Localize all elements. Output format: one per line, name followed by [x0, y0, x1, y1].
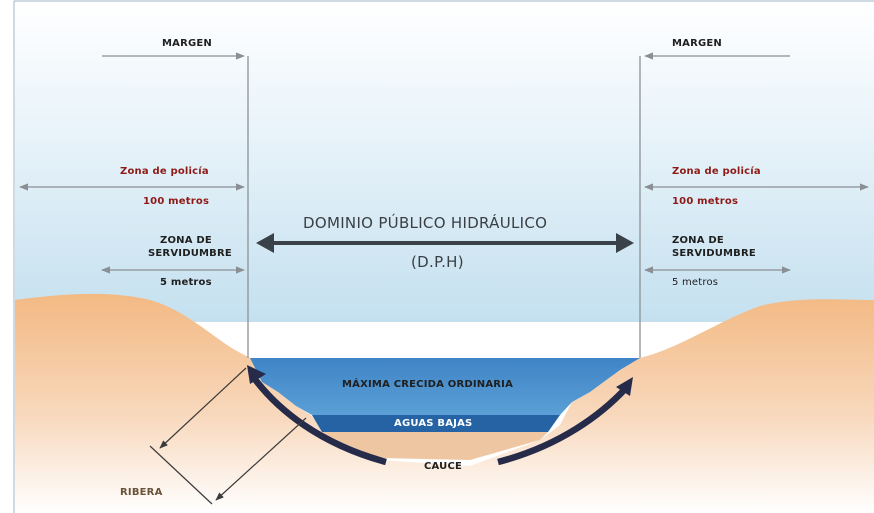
bank-label: RIBERA — [120, 487, 163, 498]
channel-label: CAUCE — [424, 461, 463, 472]
left-margin-label: MARGEN — [162, 38, 212, 49]
max-flood-water — [250, 358, 640, 415]
left-police-width: 100 metros — [143, 196, 210, 207]
right-easement-width: 5 metros — [672, 277, 719, 288]
left-easement-label-line1: ZONA DE — [160, 235, 212, 246]
left-police-zone-label: Zona de policía — [120, 166, 209, 177]
ground-terrain — [15, 293, 874, 513]
public-domain-arrow — [256, 233, 634, 253]
right-margin-label: MARGEN — [672, 38, 722, 49]
riverbed — [322, 432, 548, 460]
low-water-label: AGUAS BAJAS — [394, 418, 473, 429]
left-easement-width: 5 metros — [160, 277, 212, 288]
right-easement-label-line1: ZONA DE — [672, 235, 724, 246]
right-police-width: 100 metros — [672, 196, 739, 207]
bank-arrows — [149, 367, 307, 505]
right-police-zone-label: Zona de policía — [672, 166, 761, 177]
channel-arrows — [247, 365, 633, 466]
public-domain-abbrev: (D.P.H) — [411, 253, 464, 271]
max-flood-label: MÁXIMA CRECIDA ORDINARIA — [342, 379, 514, 390]
public-domain-title: DOMINIO PÚBLICO HIDRÁULICO — [303, 214, 548, 232]
low-water — [312, 415, 560, 432]
right-easement-label-line2: SERVIDUMBRE — [672, 248, 756, 259]
left-easement-label-line2: SERVIDUMBRE — [148, 248, 232, 259]
sky-background — [15, 2, 874, 322]
